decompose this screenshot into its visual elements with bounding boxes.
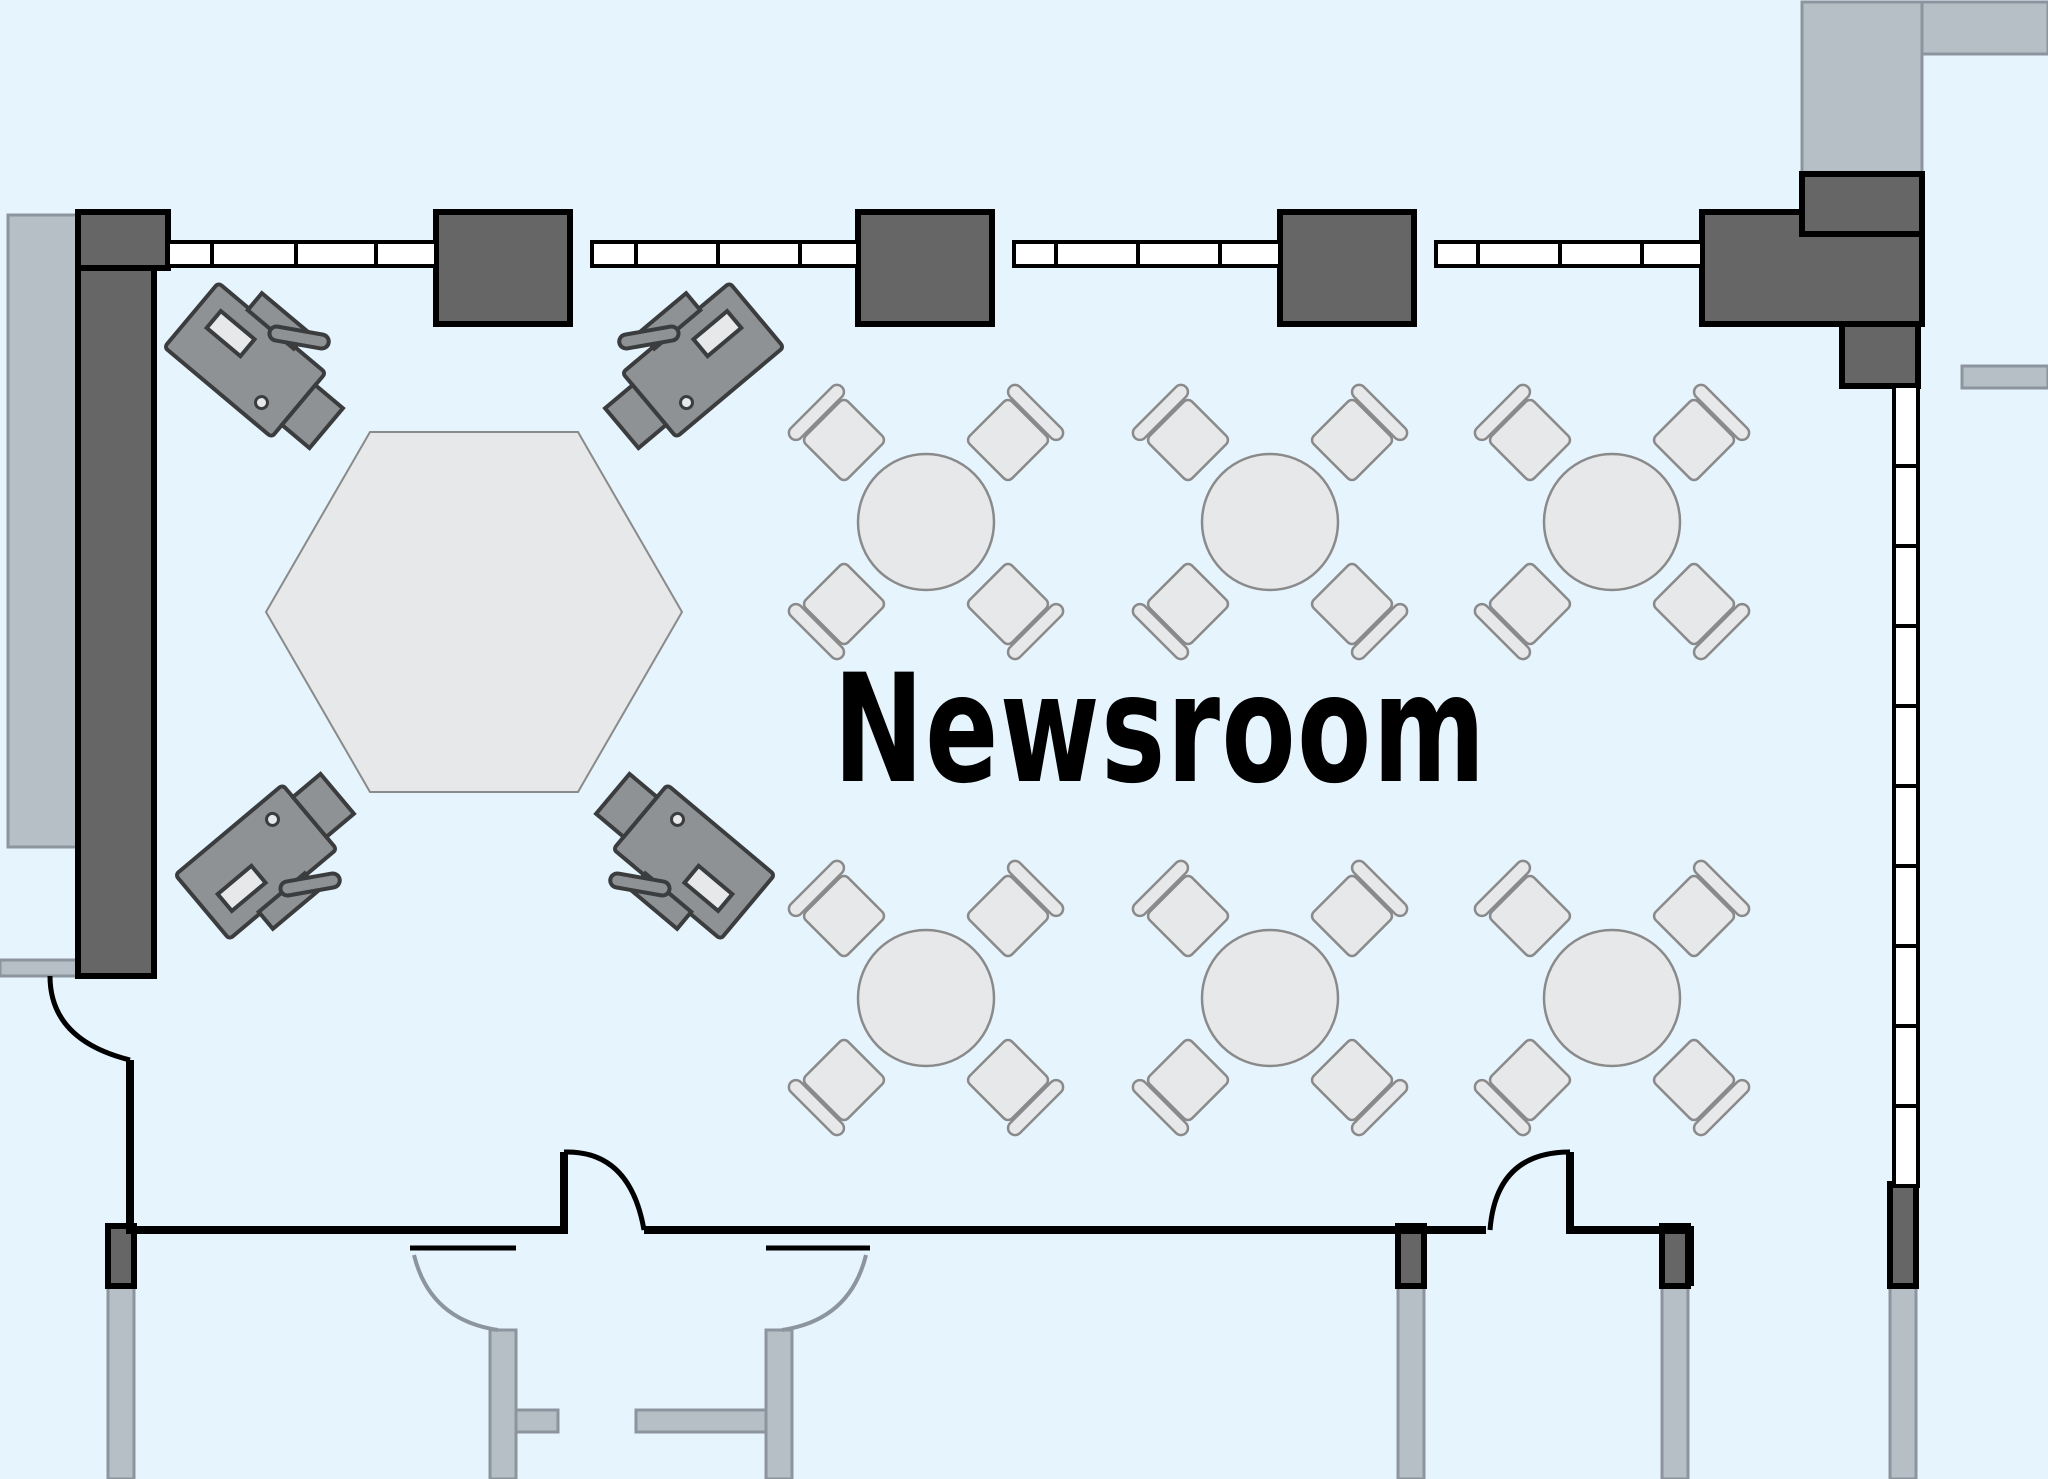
chair [784,380,892,488]
chair [1128,380,1236,488]
table-groups [784,380,1754,1140]
camera-top-left [162,257,376,463]
chair [784,856,892,964]
table-group [1470,380,1754,664]
table-group [1128,380,1412,664]
chair [784,1032,892,1140]
camera-bottom-left [173,759,387,965]
chair [960,856,1068,964]
chair [960,1032,1068,1140]
chair [1646,856,1754,964]
chair [1304,1032,1412,1140]
anchor-desk-hexagon [264,431,684,793]
round-table [856,928,996,1068]
round-table [1542,452,1682,592]
table-group [784,380,1068,664]
chair [1646,1032,1754,1140]
chair [1128,856,1236,964]
camera-top-right [572,257,786,463]
window-mullions [210,242,1644,266]
camera-bottom-right [563,759,777,965]
bottom-wall [126,1060,1694,1286]
table-group [784,856,1068,1140]
round-table [1200,452,1340,592]
structural-walls [75,171,1925,1289]
table-group [1470,856,1754,1140]
table-group [1128,856,1412,1140]
chair [1646,556,1754,664]
room-label: Newsroom [833,643,1487,817]
right-windows [1892,384,1920,1188]
round-table [856,452,996,592]
lower-doors-faded [412,1254,868,1332]
round-table [1200,928,1340,1068]
chair [1304,380,1412,488]
chair [1304,856,1412,964]
round-table [1542,928,1682,1068]
chair [1128,1032,1236,1140]
chair [1470,856,1578,964]
chair [960,380,1068,488]
chair [1470,556,1578,664]
door-swings [47,975,1571,1231]
chair [1470,1032,1578,1140]
chair [1646,380,1754,488]
chair [1470,380,1578,488]
